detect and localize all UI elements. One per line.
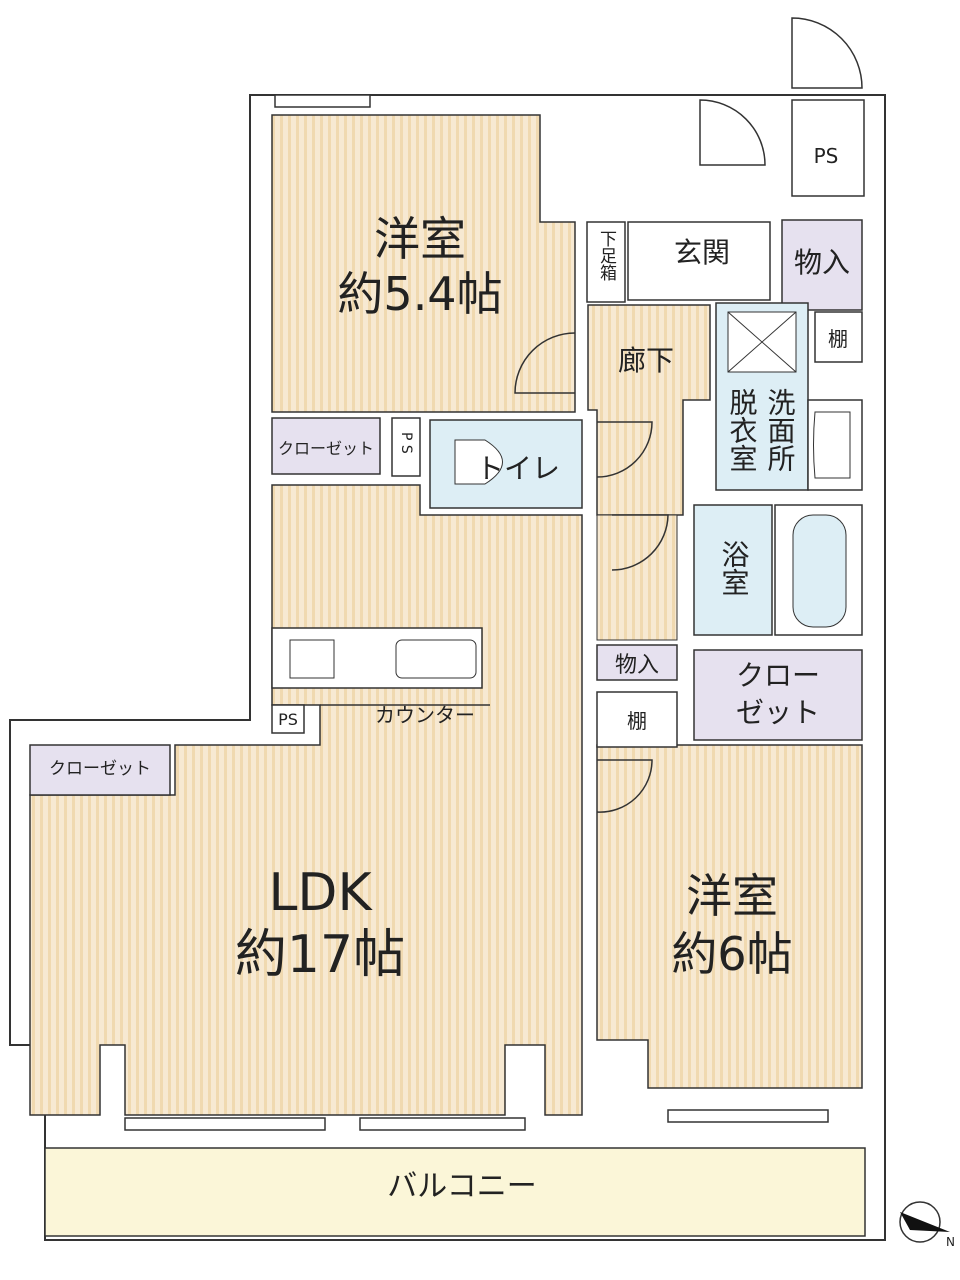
washroom-label-a: 脱衣室 — [726, 388, 759, 472]
door-swings — [514, 17, 863, 813]
shoebox-label: 下足箱 — [596, 230, 617, 281]
closet-1-label: クローゼット — [278, 439, 374, 458]
closet-2-label-1: クロー — [736, 659, 820, 692]
monoire-top-label: 物入 — [794, 246, 850, 279]
bathtub — [792, 514, 847, 628]
entrance-area — [627, 221, 771, 301]
ps-kitchen-label: PS — [278, 710, 298, 729]
western-1-size: 約5.4帖 — [337, 267, 502, 321]
tana-mid-box — [596, 691, 678, 748]
stove — [289, 639, 335, 679]
bath-label: 浴室 — [718, 540, 751, 596]
ps-kitchen-box — [271, 704, 305, 734]
counter-label: カウンター — [375, 703, 475, 727]
shoebox — [586, 221, 626, 303]
closet-2-label-2: ゼット — [736, 696, 820, 729]
toilet-bowl — [454, 439, 503, 485]
balcony-label: バルコニー — [387, 1169, 536, 1204]
ldk-room — [29, 484, 583, 1116]
entrance-label: 玄関 — [674, 236, 730, 269]
western-room-2 — [596, 744, 863, 1089]
corridor-label: 廊下 — [618, 344, 674, 377]
western-2-name: 洋室 — [686, 869, 778, 923]
toilet-label: トイレ — [476, 452, 560, 485]
western-2-size: 約6帖 — [671, 927, 792, 981]
kitchen-sink — [395, 639, 477, 679]
closet-ldk-label: クローゼット — [49, 759, 151, 779]
bath-area — [693, 504, 773, 636]
monoire-top-box — [781, 219, 863, 311]
washroom-label-b: 洗面所 — [764, 388, 797, 472]
compass-icon — [899, 1201, 950, 1243]
monoire-mid-box — [596, 644, 678, 681]
ps-top-box — [791, 99, 865, 197]
tana-top-box — [814, 311, 863, 363]
tana-top-label: 棚 — [828, 327, 848, 351]
closet-1-box — [271, 417, 381, 475]
tana-mid-label: 棚 — [627, 709, 647, 733]
western-1-name: 洋室 — [374, 212, 466, 266]
monoire-mid-label: 物入 — [615, 653, 659, 678]
windows — [124, 94, 829, 1131]
ldk-name: LDK — [268, 863, 373, 923]
closet-2-box — [693, 649, 863, 741]
closet-ldk-box — [29, 744, 171, 796]
compass-north-label: N — [946, 1235, 955, 1249]
ldk-size: 約17帖 — [235, 925, 405, 985]
ps-small-box — [391, 417, 421, 477]
ps-top-label: PS — [814, 144, 839, 168]
corridor-area — [587, 304, 711, 516]
balcony-area — [44, 1147, 866, 1237]
ps-small-label: P S — [398, 432, 414, 454]
western-room-1 — [271, 114, 576, 413]
sink-basin — [813, 411, 851, 479]
